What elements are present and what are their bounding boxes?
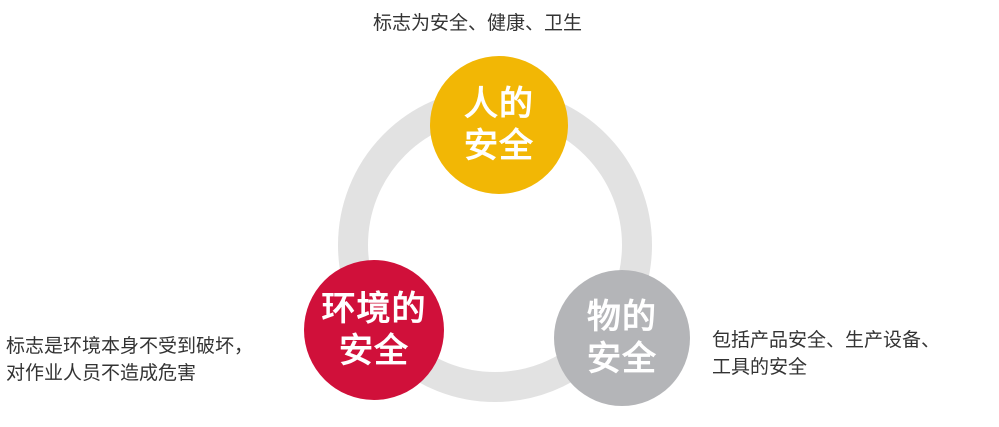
object-safety-description-line1: 包括产品安全、生产设备、 [712,329,941,351]
people-safety-circle: 人的 安全 [430,56,568,194]
people-safety-label-line2: 安全 [464,126,534,166]
people-safety-description: 标志为安全、健康、卫生 [373,10,582,37]
environment-safety-description-line1: 标志是环境本身不受到破坏， [6,335,254,357]
environment-safety-circle: 环境的 安全 [304,260,444,400]
object-safety-description-line2: 工具的安全 [712,356,808,378]
environment-safety-description-line2: 对作业人员不造成危害 [6,362,197,384]
environment-safety-label-line1: 环境的 [321,289,427,329]
environment-safety-label-line2: 安全 [339,331,409,371]
object-safety-label-line1: 物的 [587,297,657,337]
people-safety-description-text: 标志为安全、健康、卫生 [373,12,583,34]
people-safety-label-line1: 人的 [464,84,534,124]
environment-safety-description: 标志是环境本身不受到破坏， 对作业人员不造成危害 [6,333,253,387]
object-safety-label-line2: 安全 [587,339,657,379]
object-safety-circle: 物的 安全 [554,270,690,406]
object-safety-description: 包括产品安全、生产设备、 工具的安全 [712,327,940,381]
